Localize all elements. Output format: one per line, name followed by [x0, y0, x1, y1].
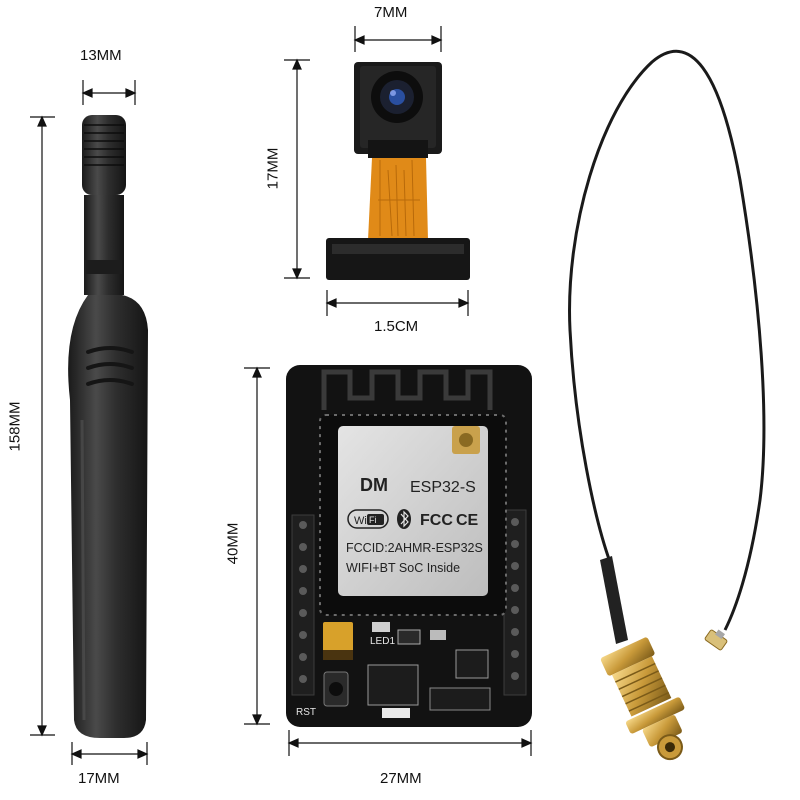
antenna-length-label: 158MM	[6, 401, 24, 452]
camera-height-label: 17MM	[264, 147, 282, 190]
antenna-base-width-label: 17MM	[78, 770, 120, 787]
ce-mark: CE	[456, 512, 479, 529]
module-model: ESP32-S	[410, 479, 476, 496]
board-width-label: 27MM	[380, 770, 422, 787]
pigtail-cable-image	[568, 49, 766, 761]
camera-module-image	[326, 62, 470, 280]
wifi-fi-text: Fi	[369, 515, 377, 525]
camera-lens-width-label: 7MM	[374, 4, 408, 21]
esp32-cam-board-image: DM ESP32-S Wi Fi FCC CE FCCID:2AHMR-ESP3…	[286, 365, 532, 727]
antenna-image	[68, 115, 148, 738]
fcc-mark: FCC	[420, 512, 453, 529]
antenna-width-label: 13MM	[80, 47, 122, 64]
board-height-label: 40MM	[224, 522, 242, 565]
fccid-text: FCCID:2AHMR-ESP32S	[346, 541, 483, 555]
camera-connector-width-label: 1.5CM	[374, 318, 419, 335]
module-logo: DM	[360, 475, 388, 495]
led-label: LED1	[370, 636, 395, 647]
module-description: WIFI+BT SoC Inside	[346, 561, 460, 575]
rst-label: RST	[296, 707, 316, 718]
wifi-logo: Wi	[354, 515, 367, 527]
